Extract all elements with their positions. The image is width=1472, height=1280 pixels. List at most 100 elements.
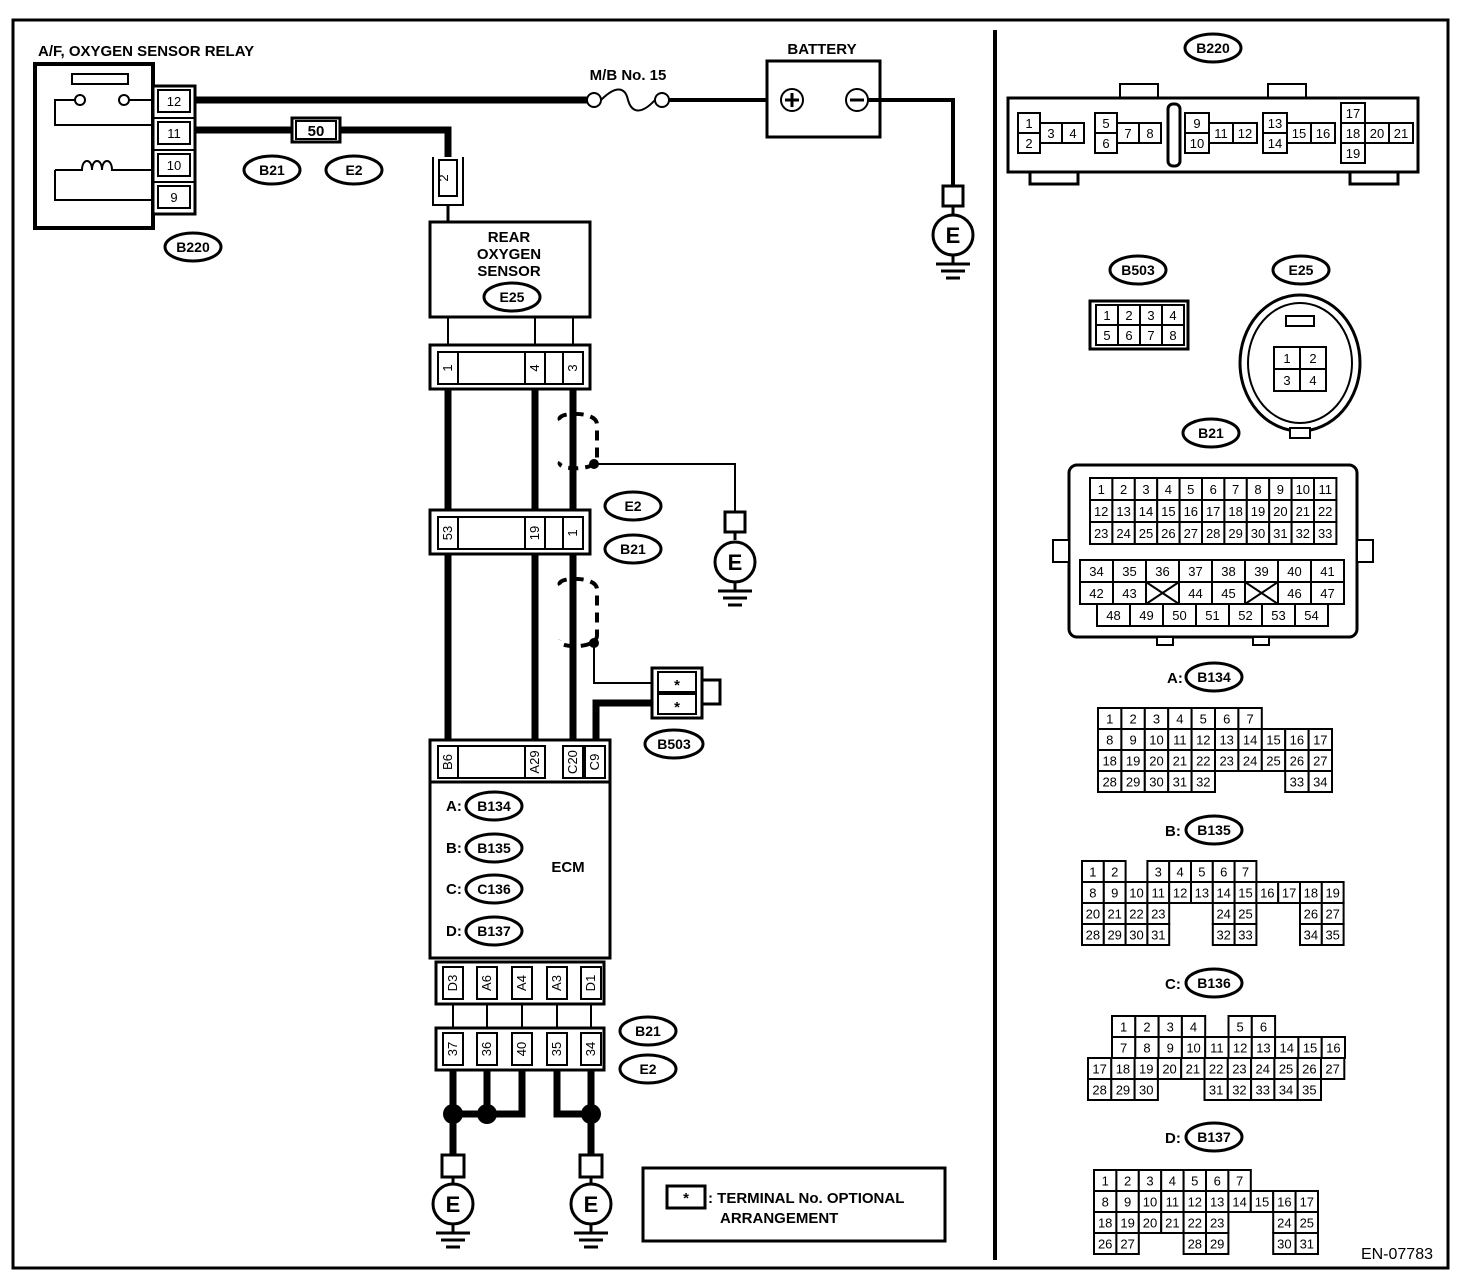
b220-pin-21 bbox=[1388, 122, 1414, 144]
svg-text:*: * bbox=[674, 677, 680, 694]
connector-tag-e2-top bbox=[324, 154, 384, 186]
b21-pin-18-label: 18 bbox=[1228, 504, 1242, 519]
b21-pin-53-label: 53 bbox=[1271, 608, 1285, 623]
connector-tag-b21-joint1-label: B21 bbox=[620, 541, 646, 557]
diagram-code: EN-07783 bbox=[1361, 1246, 1433, 1263]
e25-pin-2-label: 2 bbox=[1309, 351, 1316, 366]
b136-pin-28-label: 28 bbox=[1092, 1083, 1106, 1098]
b136-pin-15-label: 15 bbox=[1303, 1041, 1317, 1056]
b220-title: B220 bbox=[1196, 40, 1230, 56]
b136-title: B136 bbox=[1197, 975, 1231, 991]
b21-pin-9-label: 9 bbox=[1277, 482, 1284, 497]
svg-text:*: * bbox=[674, 699, 680, 716]
e25-pin-4 bbox=[1299, 368, 1327, 392]
svg-text:A4: A4 bbox=[514, 975, 529, 991]
b21-pin-29-label: 29 bbox=[1228, 526, 1242, 541]
b136-pin-23-label: 23 bbox=[1232, 1062, 1246, 1077]
relay-contact bbox=[54, 73, 155, 126]
svg-text:C20: C20 bbox=[565, 750, 580, 774]
b503-pin-4-label: 4 bbox=[1169, 308, 1176, 323]
b135-pin-12-label: 12 bbox=[1173, 886, 1187, 901]
b135-pin-24-label: 24 bbox=[1216, 907, 1230, 922]
connector-b503-optional: * * bbox=[650, 666, 722, 720]
b136-pin-25-label: 25 bbox=[1279, 1062, 1293, 1077]
b135-pin-30-label: 30 bbox=[1129, 928, 1143, 943]
b134-pin-18-label: 18 bbox=[1102, 754, 1116, 769]
b134-pin-30-label: 30 bbox=[1149, 775, 1163, 790]
b135-pin-16-label: 16 bbox=[1260, 886, 1274, 901]
svg-text:35: 35 bbox=[549, 1042, 564, 1056]
ecm-connector-c: C: C136 bbox=[446, 873, 524, 905]
b134-pin-34 bbox=[1307, 770, 1333, 793]
b136-pin-9-label: 9 bbox=[1167, 1041, 1174, 1056]
ecm-top-connector: B6 A29 C20 C9 bbox=[428, 738, 612, 784]
b21-pin-14-label: 14 bbox=[1139, 504, 1153, 519]
b21-pin-24-label: 24 bbox=[1116, 526, 1130, 541]
b135-pin-6-label: 6 bbox=[1220, 865, 1227, 880]
b134-pin-14-label: 14 bbox=[1243, 733, 1257, 748]
b135-pin-23-label: 23 bbox=[1151, 907, 1165, 922]
b136-pin-27 bbox=[1320, 1057, 1346, 1080]
b21-pin-15-label: 15 bbox=[1161, 504, 1175, 519]
b136-pin-34-label: 34 bbox=[1279, 1083, 1293, 1098]
b21-pin-46-label: 46 bbox=[1287, 586, 1301, 601]
b220-pin-2-label: 2 bbox=[1025, 136, 1032, 151]
b134-pin-9-label: 9 bbox=[1129, 733, 1136, 748]
b21-title-tag bbox=[1181, 417, 1241, 449]
battery-label: BATTERY bbox=[787, 41, 856, 58]
b21-pin-19-label: 19 bbox=[1251, 504, 1265, 519]
b135-pin-10-label: 10 bbox=[1129, 886, 1143, 901]
b137-pin-21-label: 21 bbox=[1165, 1216, 1179, 1231]
b220-pin-4-label: 4 bbox=[1069, 126, 1076, 141]
b220-pin-19 bbox=[1340, 142, 1366, 164]
b137-pin-22-label: 22 bbox=[1188, 1216, 1202, 1231]
connector-tag-b21-joint1 bbox=[603, 533, 663, 565]
b135-pin-14-label: 14 bbox=[1216, 886, 1230, 901]
b220-pin-9-label: 9 bbox=[1193, 116, 1200, 131]
e25-pin-4-label: 4 bbox=[1309, 373, 1316, 388]
b220-pin-10-label: 10 bbox=[1190, 136, 1204, 151]
b135-pin-4-label: 4 bbox=[1176, 865, 1183, 880]
b135-title-tag bbox=[1184, 814, 1244, 846]
diagram-frame bbox=[11, 18, 1450, 1270]
b136-pin-24-label: 24 bbox=[1256, 1062, 1270, 1077]
b135-pin-7-label: 7 bbox=[1242, 865, 1249, 880]
b21-pin-48-label: 48 bbox=[1106, 608, 1120, 623]
b136-pin-2-label: 2 bbox=[1143, 1020, 1150, 1035]
b134-pin-31-label: 31 bbox=[1173, 775, 1187, 790]
b21-pin-40-label: 40 bbox=[1287, 564, 1301, 579]
b134-pin-34-label: 34 bbox=[1313, 775, 1327, 790]
svg-text:1: 1 bbox=[440, 364, 455, 371]
b21-pin-26-label: 26 bbox=[1161, 526, 1175, 541]
legend-line2: ARRANGEMENT bbox=[720, 1210, 838, 1227]
b135-pin-20-label: 20 bbox=[1086, 907, 1100, 922]
b21-pin-47-label: 47 bbox=[1320, 586, 1334, 601]
b134-title-tag bbox=[1184, 661, 1244, 693]
b135-pin-34-label: 34 bbox=[1304, 928, 1318, 943]
b503-title: B503 bbox=[1121, 262, 1155, 278]
b135-pin-31 bbox=[1146, 923, 1171, 946]
b135-pin-21-label: 21 bbox=[1107, 907, 1121, 922]
e25-pin-1-label: 1 bbox=[1283, 351, 1290, 366]
svg-text:34: 34 bbox=[583, 1042, 598, 1056]
b134-pin-15-label: 15 bbox=[1266, 733, 1280, 748]
b137-pin-27-label: 27 bbox=[1120, 1237, 1134, 1252]
b136-pin-12-label: 12 bbox=[1233, 1041, 1247, 1056]
b21-pin-11-label: 11 bbox=[1318, 482, 1332, 497]
b134-prefix: A: bbox=[1167, 670, 1183, 687]
b21-pin-52-label: 52 bbox=[1238, 608, 1252, 623]
b137-pin-31-label: 31 bbox=[1300, 1237, 1314, 1252]
b136-pin-35 bbox=[1296, 1078, 1322, 1101]
b137-pin-11-label: 11 bbox=[1166, 1195, 1180, 1210]
b135-title: B135 bbox=[1197, 822, 1231, 838]
ecm-label: ECM bbox=[551, 859, 584, 876]
b136-pin-17-label: 17 bbox=[1092, 1062, 1106, 1077]
b503-pin-2-label: 2 bbox=[1125, 308, 1132, 323]
b136-pin-1-label: 1 bbox=[1120, 1020, 1127, 1035]
b21-pin-41-label: 41 bbox=[1320, 564, 1334, 579]
b503-pin-1-label: 1 bbox=[1103, 308, 1110, 323]
svg-text:E: E bbox=[584, 1192, 599, 1217]
